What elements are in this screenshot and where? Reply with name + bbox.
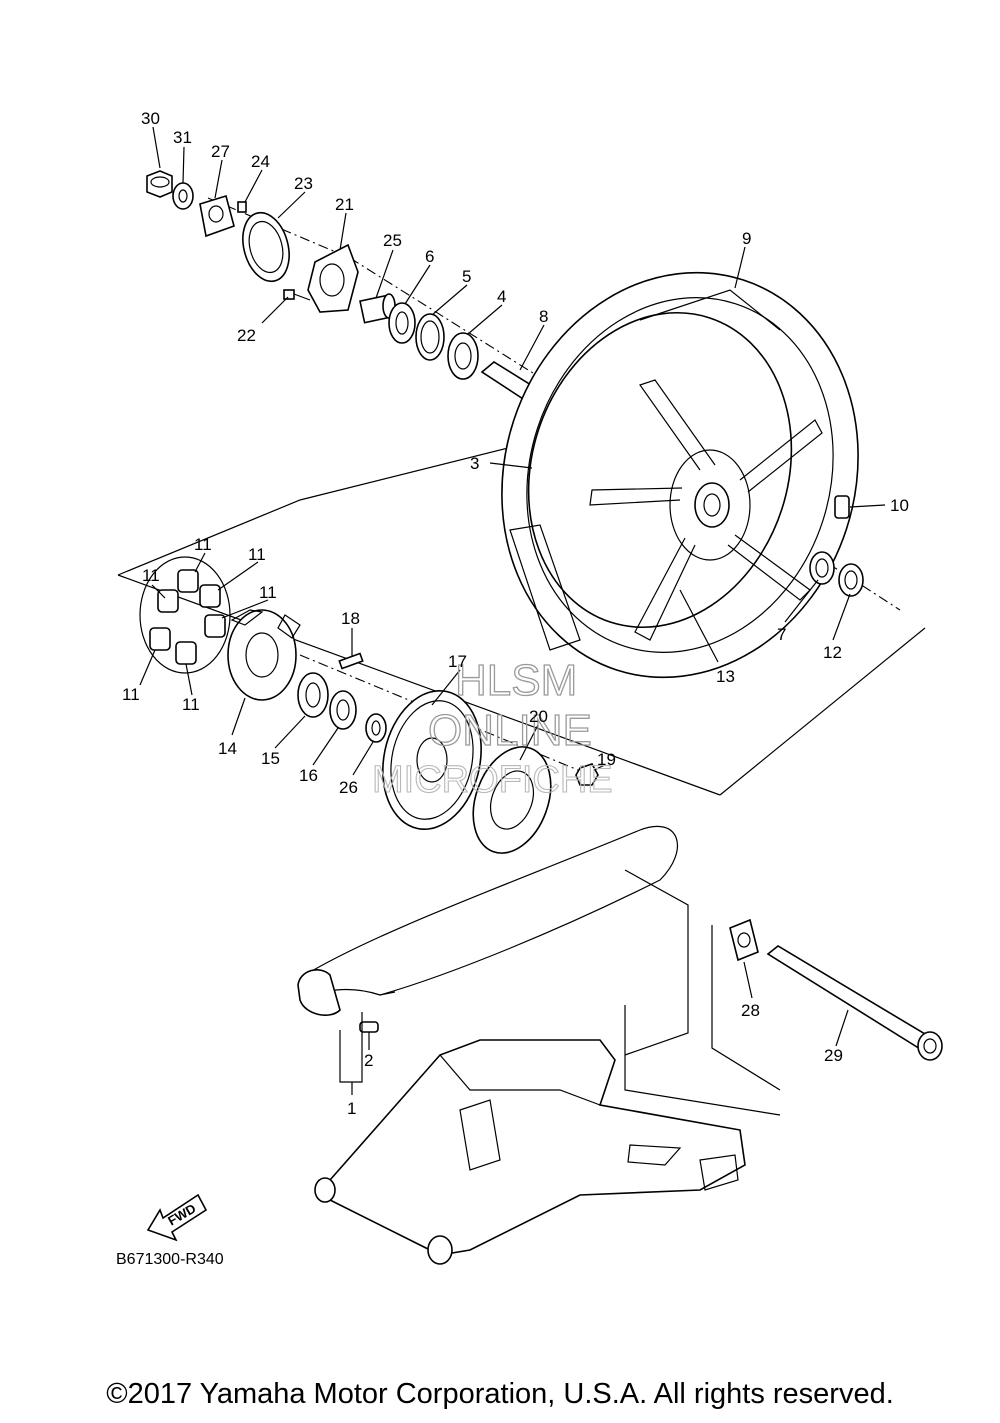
callout-1: 1 [347, 1099, 356, 1118]
swingarm [314, 1039, 746, 1265]
leader-lines [139, 126, 886, 1095]
callout-30: 30 [141, 109, 160, 128]
oil-seal-6 [388, 302, 416, 344]
callout-6: 6 [425, 247, 434, 266]
bearing-7 [809, 551, 835, 585]
callout-24: 24 [251, 152, 270, 171]
nut-19 [575, 763, 599, 786]
fwd-arrow: FWD [146, 1193, 208, 1242]
callout-numbers: 30 31 27 24 23 21 22 25 6 5 4 8 9 3 10 7… [122, 109, 909, 1118]
callout-28: 28 [741, 1001, 760, 1020]
bolt-22 [283, 289, 311, 301]
circlip-5 [415, 313, 445, 361]
callout-18: 18 [341, 609, 360, 628]
axle-29 [766, 945, 943, 1061]
oil-seal-16 [329, 690, 357, 730]
callout-7: 7 [777, 625, 786, 644]
callout-23: 23 [294, 174, 313, 193]
collar-26 [365, 713, 387, 743]
callout-14: 14 [218, 739, 237, 758]
callout-25: 25 [383, 231, 402, 250]
callout-10: 10 [890, 496, 909, 515]
rear-wheel-3 [501, 271, 859, 679]
callout-13: 13 [716, 667, 735, 686]
clutch-hub-14 [227, 609, 301, 701]
bearing-4 [447, 332, 479, 380]
callout-16: 16 [299, 766, 318, 785]
copyright-notice: ©2017 Yamaha Motor Corporation, U.S.A. A… [106, 1378, 894, 1410]
callout-21: 21 [335, 195, 354, 214]
callout-11e: 11 [122, 685, 140, 704]
callout-15: 15 [261, 749, 280, 768]
diagram-code: B671300-R340 [116, 1251, 224, 1268]
callout-11c: 11 [142, 566, 160, 585]
callout-3: 3 [470, 454, 479, 473]
adjuster-block-27 [199, 194, 235, 238]
callout-11a: 11 [194, 535, 212, 554]
watermark-line2: ONLINE [428, 706, 592, 755]
callout-5: 5 [462, 267, 471, 286]
callout-8: 8 [539, 307, 548, 326]
callout-11f: 11 [182, 695, 200, 714]
watermark-line3: MICROFICHE [372, 759, 613, 801]
callout-22: 22 [237, 326, 256, 345]
callout-11d: 11 [259, 583, 277, 602]
callout-17: 17 [448, 652, 467, 671]
drive-chain-1 [297, 825, 678, 1033]
callout-26: 26 [339, 778, 358, 797]
adjuster-28 [729, 918, 759, 962]
stud-18 [338, 652, 364, 670]
callout-20: 20 [529, 707, 548, 726]
nut-30 [146, 170, 173, 198]
sprocket-cover-20 [472, 746, 552, 854]
sensor-rotor-23 [242, 211, 290, 283]
caliper-bracket-21 [307, 243, 359, 313]
bearing-12 [838, 563, 864, 597]
callout-29: 29 [824, 1046, 843, 1065]
washer-31 [172, 182, 194, 210]
sprocket-17 [382, 690, 482, 830]
callout-2: 2 [364, 1051, 373, 1070]
callout-12: 12 [823, 643, 842, 662]
callout-31: 31 [173, 128, 192, 147]
bolt-24 [237, 201, 247, 213]
valve-10 [834, 495, 850, 519]
watermark-line1: HLSM [455, 656, 577, 705]
watermark: HLSM ONLINE MICROFICHE [371, 655, 613, 801]
callout-9: 9 [742, 229, 751, 248]
callout-11b: 11 [248, 545, 266, 564]
callout-19: 19 [597, 750, 616, 769]
damper-set-11 [139, 556, 231, 674]
bearing-15 [297, 672, 329, 718]
callout-27: 27 [211, 142, 230, 161]
callout-4: 4 [497, 287, 506, 306]
